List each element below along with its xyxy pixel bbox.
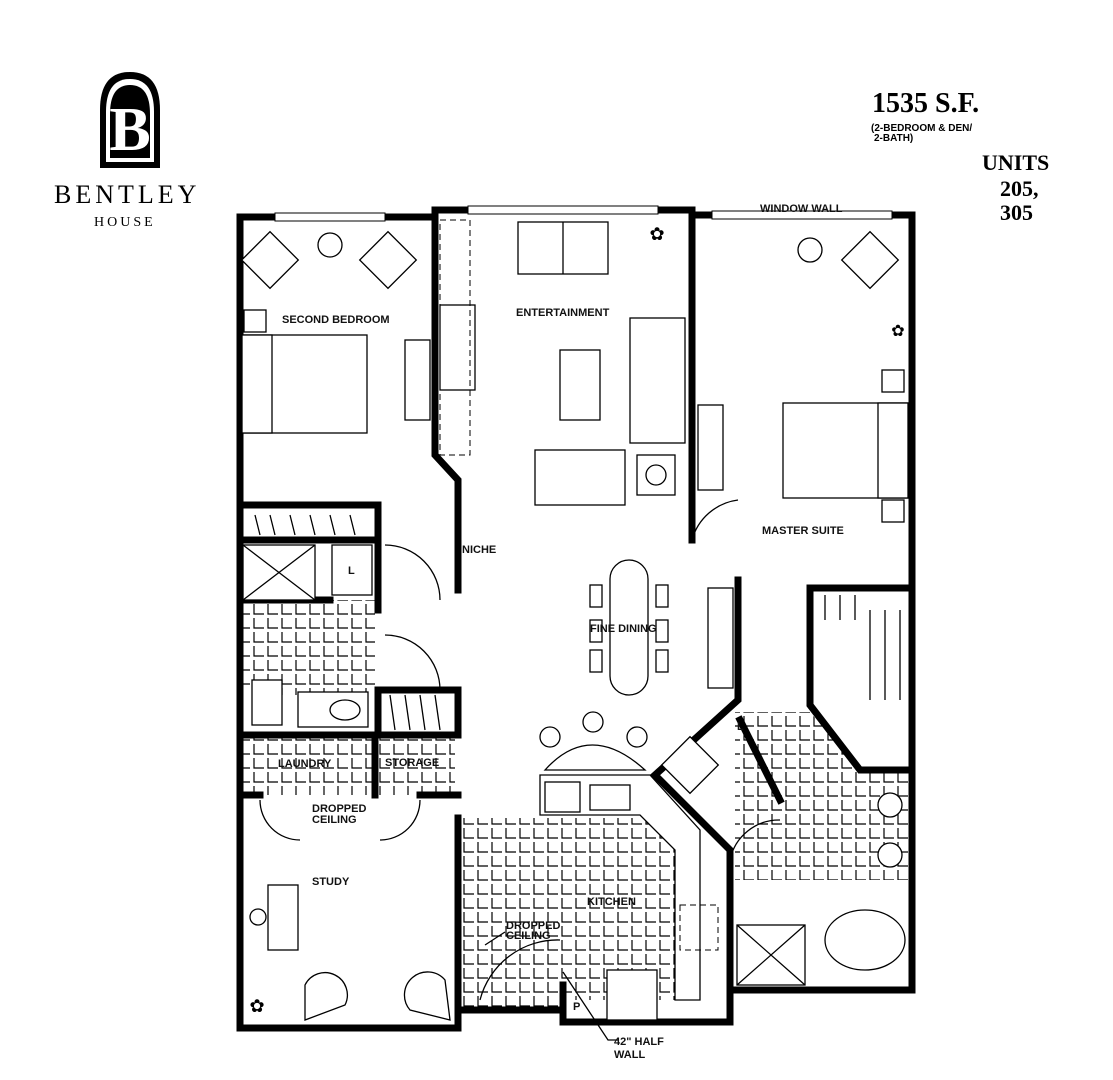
master-suite-furniture: ✿ [660, 230, 909, 986]
brand-name: BENTLEY [54, 180, 201, 209]
description-line: 2-BATH) [874, 133, 914, 144]
label-dropped-ceiling: CEILING [506, 930, 551, 942]
label-study: STUDY [312, 876, 350, 888]
units-label: UNITS [982, 150, 1050, 175]
label-window-wall: WINDOW WALL [760, 203, 843, 215]
label-pantry: P [573, 1001, 580, 1013]
room-labels: SECOND BEDROOM ENTERTAINMENT WINDOW WALL… [278, 203, 844, 1061]
unit-description: (2-BEDROOM & DEN/ 2-BATH) [871, 124, 972, 144]
label-laundry: LAUNDRY [278, 758, 332, 770]
study-furniture: ✿ [249, 884, 451, 1021]
windows [274, 205, 893, 222]
plant-icon: ✿ [249, 996, 264, 1016]
label-linen-master: L [737, 721, 744, 733]
label-kitchen: KITCHEN [587, 896, 636, 908]
tile-floors [240, 600, 910, 1008]
description-line: (2-BEDROOM & DEN/ [871, 123, 973, 134]
square-footage: 1535 S.F. [872, 88, 980, 119]
entertainment-furniture: ✿ [439, 219, 686, 506]
label-entertainment: ENTERTAINMENT [516, 307, 610, 319]
label-master-suite: MASTER SUITE [762, 525, 844, 537]
brand-subname: HOUSE [94, 215, 156, 230]
label-fine-dining: FINE DINING [590, 623, 657, 635]
label-dropped-ceiling: CEILING [312, 814, 357, 826]
plant-icon: ✿ [891, 323, 904, 340]
label-storage: STORAGE [385, 757, 439, 769]
label-linen: L [348, 565, 355, 577]
label-dropped-ceiling: DROPPED [506, 920, 560, 932]
label-half-wall: WALL [614, 1049, 645, 1061]
unit-number: 305 [1000, 200, 1033, 225]
label-niche: NICHE [462, 544, 496, 556]
dining-furniture [539, 559, 734, 771]
label-half-wall: 42" HALF [614, 1036, 664, 1048]
label-dropped-ceiling: DROPPED [312, 803, 366, 815]
logo-letter: B [109, 96, 150, 164]
label-second-bedroom: SECOND BEDROOM [282, 314, 390, 326]
plant-icon: ✿ [649, 224, 664, 244]
doors [259, 499, 781, 1001]
unit-number: 205, [1000, 176, 1039, 201]
second-bedroom-furniture [240, 230, 441, 731]
kitchen-fixtures [539, 774, 719, 1021]
bentley-logo: B [100, 72, 160, 168]
